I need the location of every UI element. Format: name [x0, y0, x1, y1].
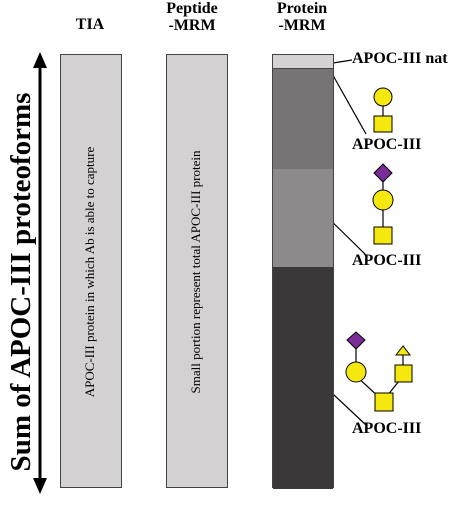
column-heading-protein-line1: Protein [276, 0, 328, 17]
segment-apoc-iii-1 [273, 169, 333, 267]
segment-apoc-iii-nat [273, 55, 333, 69]
peptide-mrm-bar-text: Small portion represent total APOC-III p… [188, 150, 203, 394]
leader-line-nat [332, 59, 353, 64]
label-apoc-iii-nat: APOC-III nat [352, 50, 448, 67]
label-apoc-iii-3: APOC-III [352, 420, 422, 437]
protein-mrm-bar [272, 54, 334, 489]
label-apoc-iii-1: APOC-III [352, 136, 422, 153]
leader-line-1 [329, 69, 367, 135]
column-heading-tia: TIA [75, 16, 105, 33]
y-axis-arrow [33, 52, 47, 494]
column-heading-peptide-line1: Peptide [166, 0, 218, 17]
tia-bar-text: APOC-III protein in which Ab is able to … [82, 146, 97, 398]
column-heading-protein-mrm: Protein -MRM [262, 0, 342, 34]
column-heading-protein-line2: -MRM [278, 17, 326, 34]
segment-apoc-iii-2 [273, 267, 333, 489]
segment-apoc-iii-0a [273, 69, 333, 169]
column-heading-peptide-mrm: Peptide -MRM [152, 0, 232, 34]
column-heading-peptide-line2: -MRM [168, 17, 216, 34]
glycan-disialylated-icon [345, 331, 413, 412]
tia-bar: APOC-III protein in which Ab is able to … [60, 54, 122, 488]
label-apoc-iii-2: APOC-III [352, 252, 422, 269]
glycan-sialylated-icon [372, 163, 394, 245]
glycan-galnac-gal-icon [373, 87, 393, 133]
peptide-mrm-bar: Small portion represent total APOC-III p… [166, 54, 228, 488]
